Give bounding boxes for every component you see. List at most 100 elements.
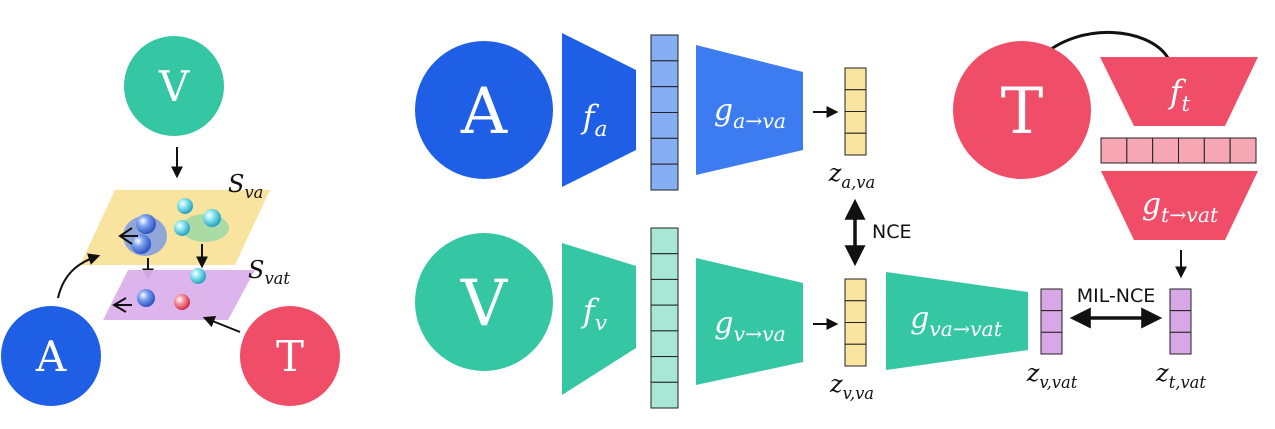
audio-embedding-vector [844, 67, 867, 156]
text-node-circle [953, 41, 1091, 179]
text-projector [1101, 171, 1258, 240]
video-projector-label: gv→va [714, 306, 786, 346]
node-v-circle [124, 36, 224, 136]
left-node-a: A [1, 306, 101, 406]
vector-cell [1169, 288, 1192, 312]
vector-cell [1229, 137, 1257, 164]
sphere-icon [190, 268, 206, 284]
vector-cell [844, 67, 867, 91]
audio-embedding-label: za,va [828, 159, 876, 192]
vector-cell [844, 322, 867, 345]
vector-cell [844, 132, 867, 156]
vector-cell [650, 227, 679, 255]
text-embedding-label: zt,vat [1155, 359, 1206, 392]
vector-cell [650, 278, 679, 306]
video-vat-embedding-label: zv,vat [1026, 359, 1078, 392]
vector-cell [1169, 310, 1192, 333]
sphere-icon [203, 209, 221, 227]
nce-label: NCE [872, 221, 911, 243]
mil-nce-label: MIL-NCE [1077, 285, 1156, 307]
node-t-label: T [276, 332, 304, 381]
angle-icon [118, 227, 138, 245]
video-feature-vector [650, 227, 679, 409]
node-v-label: V [158, 62, 190, 111]
audio-branch: A fa ga→va za,va [415, 33, 875, 192]
vector-cell [650, 163, 679, 191]
vector-cell [650, 356, 679, 383]
audio-node-label: A [460, 75, 508, 149]
video-encoder [562, 243, 636, 395]
vector-cell [1040, 331, 1063, 355]
arrow-t-to-space [202, 315, 241, 333]
vector-cell [1203, 137, 1231, 164]
video-node: V [415, 233, 553, 371]
video-projector [696, 258, 803, 385]
video-branch: V fv gv→va zv,va gva→vat zv,vat [415, 227, 1078, 409]
video-projector2 [886, 272, 1028, 370]
space-va-label: Sva [228, 170, 263, 202]
sphere-icon [177, 198, 193, 214]
vector-cell [650, 86, 679, 113]
vector-cell [844, 278, 867, 302]
text-node-label: T [1001, 75, 1044, 149]
space-va-blobs [118, 198, 229, 256]
vector-cell [844, 343, 867, 367]
left-node-v: V [124, 36, 224, 136]
text-connector-line [1038, 30, 1170, 60]
arrow-a-to-space [57, 253, 101, 299]
text-encoder [1100, 57, 1258, 126]
audio-feature-vector [650, 34, 679, 191]
audio-projector [696, 45, 803, 175]
video-node-label: V [460, 267, 509, 341]
text-embedding-vector [1169, 288, 1192, 355]
node-a-circle [1, 306, 101, 406]
mil-nce-loss: MIL-NCE [1069, 285, 1163, 329]
vector-cell [844, 300, 867, 323]
text-feature-vector [1100, 137, 1257, 164]
left-node-t: T [240, 306, 340, 406]
video-vat-embedding-vector [1040, 288, 1063, 355]
node-a-label: A [35, 332, 67, 381]
sphere-icon [137, 289, 155, 307]
vector-cell [1152, 137, 1179, 164]
sphere-icon [174, 220, 190, 236]
audio-node-circle [415, 41, 553, 179]
vector-cell [1178, 137, 1205, 164]
video-projector2-label: gva→vat [910, 301, 1003, 341]
vector-cell [650, 112, 679, 139]
vector-cell [650, 253, 679, 280]
node-t-circle [240, 306, 340, 406]
vector-cell [650, 381, 679, 409]
vector-cell [1169, 331, 1192, 355]
angle-icon [112, 297, 132, 313]
text-branch: T ft gt→vat zt,vat [953, 30, 1258, 392]
text-projector-label: gt→vat [1142, 187, 1219, 227]
sphere-icon [136, 214, 156, 234]
video-embedding-label: zv,va [829, 370, 874, 403]
vector-cell [650, 34, 679, 62]
vector-cell [1040, 288, 1063, 312]
vector-cell [650, 137, 679, 165]
sphere-icon [174, 294, 190, 310]
sphere-icon [131, 234, 151, 254]
vector-cell [650, 304, 679, 332]
space-vat-blobs [112, 268, 206, 313]
nce-loss: NCE [844, 198, 911, 267]
vector-cell [1040, 310, 1063, 333]
vector-cell [650, 330, 679, 358]
vector-cell [844, 89, 867, 112]
vector-cell [1100, 137, 1128, 164]
audio-projector-label: ga→va [714, 93, 786, 133]
text-node: T [953, 41, 1091, 179]
audio-node: A [415, 41, 553, 179]
space-vat-label: Svat [248, 256, 290, 288]
video-node-circle [415, 233, 553, 371]
video-embedding-vector [844, 278, 867, 367]
left-panel: V Sva Svat A [1, 36, 340, 406]
vector-cell [844, 111, 867, 134]
vector-cell [1126, 137, 1154, 164]
vector-cell [650, 60, 679, 88]
audio-encoder [562, 33, 636, 187]
